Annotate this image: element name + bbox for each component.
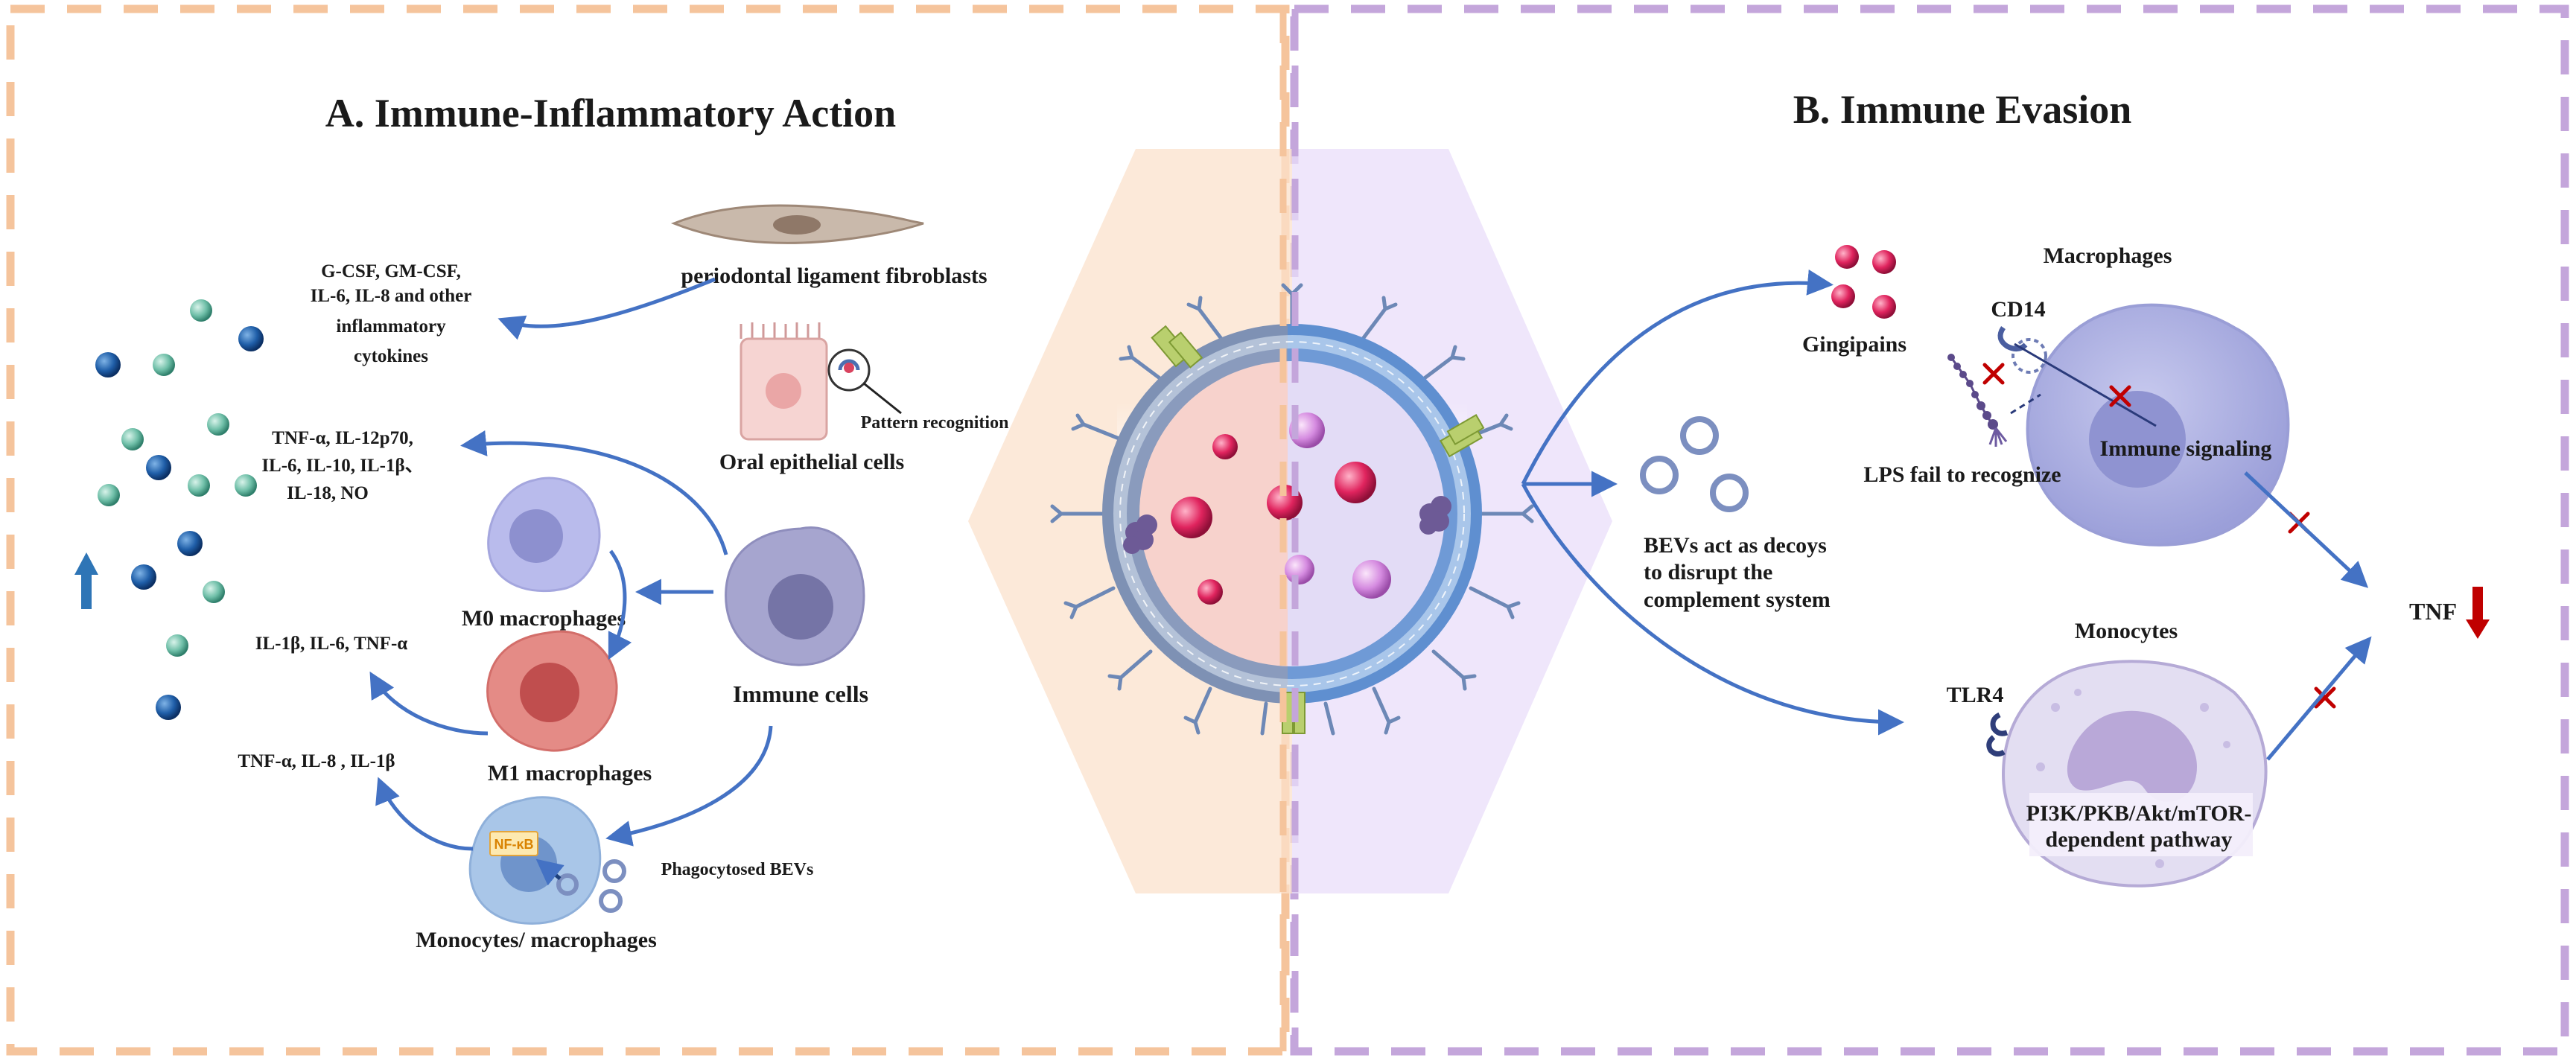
svg-text:IL-6, IL-8 and other: IL-6, IL-8 and other [311, 286, 472, 306]
fibroblast-label: periodontal ligament fibroblasts [681, 264, 987, 288]
cytokines-3-label: IL-1β, IL-6, TNF-α [255, 634, 408, 654]
nfkb-label: NF-κB [494, 837, 533, 852]
macrophages-label: Macrophages [2044, 243, 2172, 268]
svg-text:inflammatory: inflammatory [336, 316, 446, 337]
m1-macrophage [486, 630, 618, 752]
gingipains-label: Gingipains [1802, 332, 1906, 357]
m0-label: M0 macrophages [462, 606, 626, 631]
m1-label: M1 macrophages [488, 761, 652, 786]
monocytes-macrophages-label: Monocytes/ macrophages [416, 928, 657, 952]
oral-epithelial-cells [740, 322, 902, 441]
panel-a-border [6, 4, 1290, 1056]
immune-cell [725, 526, 865, 666]
cytokines-1-label: G-CSF, GM-CSF, IL-6, IL-8 and other infl… [311, 261, 472, 366]
svg-text:PI3K/PKB/Akt/mTOR-: PI3K/PKB/Akt/mTOR- [2026, 801, 2252, 826]
pattern-recognition-label: Pattern recognition [861, 413, 1009, 433]
cd14-label: CD14 [1991, 297, 2045, 322]
panel-b-title: B. Immune Evasion [1793, 87, 2132, 132]
monocytes-label: Monocytes [2075, 619, 2178, 643]
cytokines-2-label: TNF-α, IL-12p70, IL-6, IL-10, IL-1β、 IL-… [261, 428, 423, 503]
decoy-bevs [1640, 416, 1749, 512]
m0-macrophage [487, 477, 601, 593]
immune-signaling-label: Immune signaling [2100, 436, 2272, 461]
tnf-label: TNF [2409, 598, 2457, 625]
phagocytosed-label: Phagocytosed BEVs [661, 860, 814, 879]
svg-text:IL-6, IL-10, IL-1β、: IL-6, IL-10, IL-1β、 [261, 456, 423, 476]
tlr4-receptor-icon [1986, 712, 2009, 757]
svg-text:G-CSF, GM-CSF,: G-CSF, GM-CSF, [321, 261, 461, 281]
svg-text:complement system: complement system [1644, 587, 1831, 612]
bev-vesicle [1050, 283, 1534, 736]
fibroblast-cell [670, 204, 924, 244]
cd14-receptor-icon [1997, 326, 2028, 351]
lps-molecule-icon [1947, 354, 2041, 447]
cytokine-particles [95, 299, 264, 720]
svg-text:TNF-α, IL-12p70,: TNF-α, IL-12p70, [272, 428, 413, 448]
decrease-arrow-icon [2466, 587, 2490, 639]
monocyte-macrophage: NF-κB [468, 796, 626, 925]
tlr4-label: TLR4 [1947, 683, 2004, 707]
svg-text:BEVs act as decoys: BEVs act as decoys [1644, 533, 1827, 558]
panel-b-arrows [1521, 269, 2372, 761]
svg-text:dependent pathway: dependent pathway [2046, 827, 2233, 852]
monocyte-b [2001, 660, 2268, 888]
panel-a-arrows [369, 277, 773, 851]
lps-fail-label: LPS fail to recognize [1863, 462, 2061, 487]
gingipain-particles [1831, 245, 1896, 319]
panel-a-title: A. Immune-Inflammatory Action [325, 91, 896, 136]
svg-text:to disrupt the: to disrupt the [1644, 560, 1772, 584]
pathway-label: PI3K/PKB/Akt/mTOR- dependent pathway [2026, 801, 2252, 852]
increase-arrow-icon [74, 552, 98, 609]
immune-cells-label: Immune cells [733, 681, 868, 707]
oral-epithelial-label: Oral epithelial cells [719, 450, 904, 474]
svg-text:IL-18, NO: IL-18, NO [287, 483, 369, 503]
cytokines-4-label: TNF-α, IL-8 , IL-1β [238, 751, 395, 771]
inhibition-cross-icons [1982, 363, 2336, 709]
macrophage-b [2011, 303, 2290, 547]
decoy-label: BEVs act as decoys to disrupt the comple… [1644, 533, 1831, 612]
svg-text:cytokines: cytokines [354, 346, 428, 366]
